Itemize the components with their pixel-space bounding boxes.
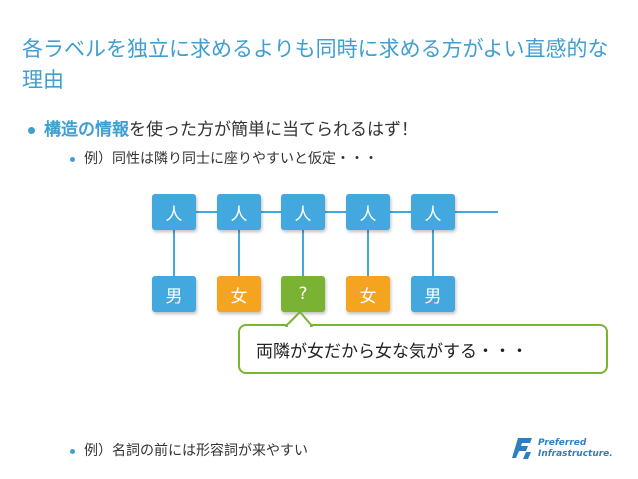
person-node-1: 人 bbox=[152, 194, 196, 230]
sub-bullet-dot bbox=[70, 157, 75, 162]
person-node-4: 人 bbox=[346, 194, 390, 230]
sub-bullet-dot bbox=[70, 449, 75, 454]
person-node-5: 人 bbox=[411, 194, 455, 230]
bullet-dot bbox=[28, 127, 35, 134]
sub-bullet-1: 例）同性は隣り同士に座りやすいと仮定・・・ bbox=[84, 151, 378, 167]
person-node-3: 人 bbox=[281, 194, 325, 230]
company-logo: Preferred Infrastructure. bbox=[512, 434, 622, 464]
label-node-1: 男 bbox=[152, 276, 196, 312]
sub-bullet-2: 例）名詞の前には形容詞が来やすい bbox=[84, 443, 308, 459]
label-node-4: 女 bbox=[346, 276, 390, 312]
logo-mark-icon bbox=[512, 438, 532, 459]
logo-line-1: Preferred bbox=[538, 438, 587, 448]
slide-title: 各ラベルを独立に求めるよりも同時に求める方がよい直感的な理由 bbox=[22, 37, 609, 92]
person-node-2: 人 bbox=[217, 194, 261, 230]
logo-text: Preferred Infrastructure. bbox=[538, 438, 613, 460]
callout-bubble: 両隣が女だから女な気がする・・・ bbox=[238, 324, 608, 374]
label-node-3: ? bbox=[281, 276, 325, 312]
label-node-2: 女 bbox=[217, 276, 261, 312]
bullet-1-text: を使った方が簡単に当てられるはず！ bbox=[129, 120, 418, 140]
bullet-1: 構造の情報を使った方が簡単に当てられるはず！ bbox=[44, 115, 418, 140]
bullet-1-highlight: 構造の情報 bbox=[44, 120, 129, 140]
label-node-5: 男 bbox=[411, 276, 455, 312]
logo-line-2: Infrastructure. bbox=[538, 449, 613, 459]
